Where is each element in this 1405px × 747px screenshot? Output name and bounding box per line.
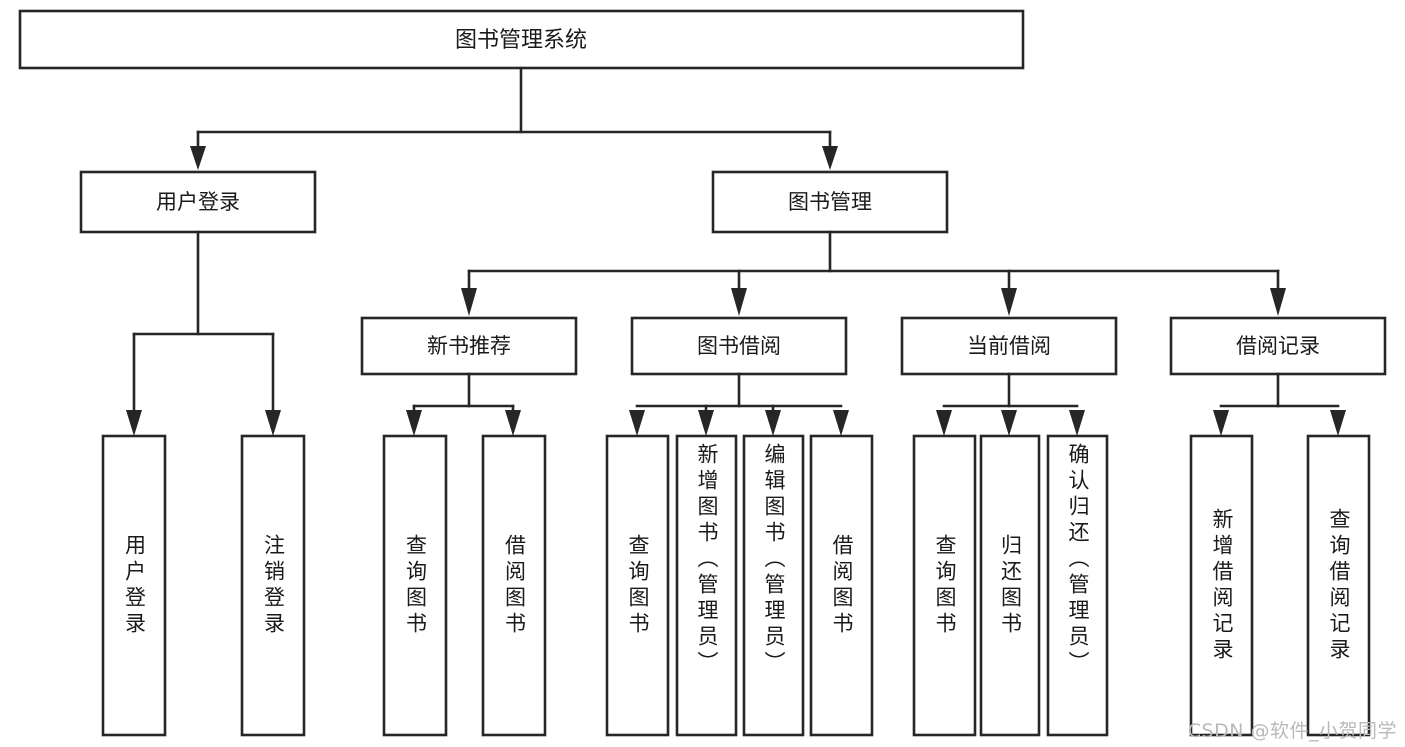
connector-book-manage-to-level3 [461, 230, 1286, 316]
root-label: 图书管理系统 [455, 28, 587, 53]
node-current-borrow[interactable]: 当前借阅 [900, 316, 1118, 376]
leaf-box-borrow-book-2[interactable] [809, 434, 874, 737]
borrow-record-label: 借阅记录 [1236, 334, 1320, 358]
leaf-box-add-book-admin[interactable] [675, 434, 738, 737]
book-manage-box [711, 170, 949, 234]
connector-borrow-record-to-leaves [1213, 372, 1346, 436]
arrow-head-leaf-query-borrow-record [1330, 410, 1346, 436]
new-book-recommend-box [360, 316, 578, 376]
connector-user-login-to-leaves [126, 230, 281, 436]
arrow-head-leaf-add-borrow-record [1213, 410, 1229, 436]
connector-book-borrow-to-leaves [629, 372, 849, 436]
leaf-box-return-book[interactable] [979, 434, 1041, 737]
arrow-head-leaf-borrow-book-1 [505, 410, 521, 436]
arrow-head-book-borrow [731, 288, 747, 316]
connector-current-borrow-to-leaves [936, 372, 1085, 436]
arrow-head-leaf-user-logout [265, 410, 281, 436]
arrow-head-leaf-add-book-admin [698, 410, 714, 436]
arrow-head-leaf-borrow-book-2 [833, 410, 849, 436]
arrow-head-book-manage [822, 146, 838, 170]
book-borrow-label: 图书借阅 [697, 334, 781, 358]
leaf-box-edit-book-admin[interactable] [742, 434, 805, 737]
arrow-head-leaf-user-login [126, 410, 142, 436]
arrow-head-leaf-query-book-3 [936, 410, 952, 436]
arrow-head-new-book [461, 288, 477, 316]
user-login-label: 用户登录 [156, 190, 240, 214]
leaf-box-query-book-3[interactable] [912, 434, 977, 737]
arrow-head-leaf-edit-book-admin [765, 410, 781, 436]
arrow-head-user-login [190, 146, 206, 170]
arrow-head-borrow-record [1270, 288, 1286, 316]
node-book-borrow[interactable]: 图书借阅 [630, 316, 848, 376]
arrow-head-leaf-query-book-2 [629, 410, 645, 436]
node-new-book-recommend[interactable]: 新书推荐 [360, 316, 578, 376]
leaf-box-borrow-book-1[interactable] [481, 434, 547, 737]
arrow-head-leaf-query-book-1 [406, 410, 422, 436]
watermark: CSDN @软件_小贺同学 [1187, 720, 1397, 742]
leaf-box-query-book-2[interactable] [605, 434, 670, 737]
connector-new-book-to-leaves [406, 372, 521, 436]
node-user-login[interactable]: 用户登录 [79, 170, 317, 234]
current-borrow-box [900, 316, 1118, 376]
current-borrow-label: 当前借阅 [967, 334, 1051, 358]
leaf-box-query-borrow-record[interactable] [1306, 434, 1371, 737]
leaf-box-user-logout[interactable] [240, 434, 306, 737]
leaf-box-add-borrow-record[interactable] [1189, 434, 1254, 737]
arrow-head-current-borrow [1001, 288, 1017, 316]
connector-root-to-level2 [190, 66, 838, 170]
book-borrow-box [630, 316, 848, 376]
node-root[interactable]: 图书管理系统 [18, 9, 1025, 70]
root-box [18, 9, 1025, 70]
new-book-recommend-label: 新书推荐 [427, 334, 511, 358]
node-book-manage[interactable]: 图书管理 [711, 170, 949, 234]
leaf-box-confirm-return-admin[interactable] [1046, 434, 1109, 737]
leaf-box-query-book-1[interactable] [382, 434, 448, 737]
borrow-record-box [1169, 316, 1387, 376]
node-borrow-record[interactable]: 借阅记录 [1169, 316, 1387, 376]
book-manage-label: 图书管理 [788, 190, 872, 214]
leaf-box-user-login[interactable] [101, 434, 167, 737]
arrow-head-leaf-return-book [1001, 410, 1017, 436]
arrow-head-leaf-confirm-return-admin [1069, 410, 1085, 436]
